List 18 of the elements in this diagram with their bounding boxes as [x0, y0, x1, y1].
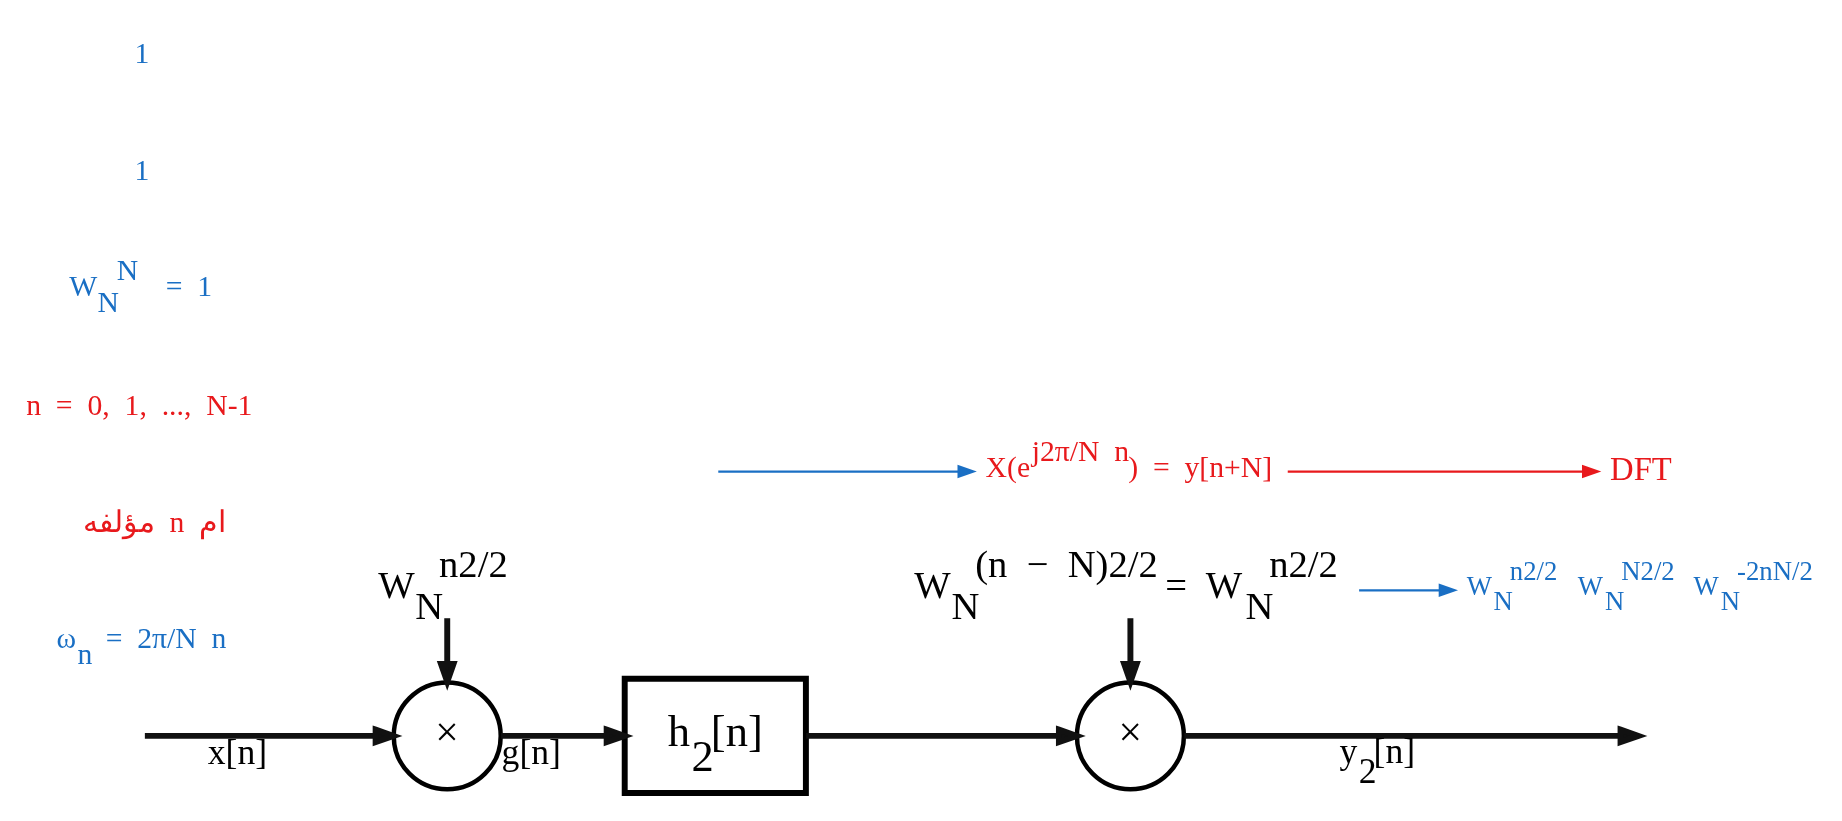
arrow: [1359, 583, 1459, 597]
arrow: [436, 617, 458, 691]
node-circle: ×: [391, 679, 503, 792]
arrow: [1184, 724, 1648, 746]
edge-label: g[n]: [501, 731, 561, 772]
arrow: [718, 464, 977, 478]
label: 1: [134, 36, 150, 69]
label: 1: [134, 153, 150, 186]
arrow: [501, 724, 634, 746]
arrow: [1287, 464, 1602, 478]
arrow: [806, 724, 1086, 746]
arrow: [144, 724, 403, 746]
arrow: [1120, 617, 1141, 691]
label: مؤلفه n ام: [82, 505, 227, 538]
node-circle: ×: [1074, 679, 1187, 792]
label: n = 0, 1, ..., N-1: [26, 388, 253, 421]
node-text: DFT: [1610, 450, 1672, 487]
edge-label: x[n]: [207, 731, 268, 772]
